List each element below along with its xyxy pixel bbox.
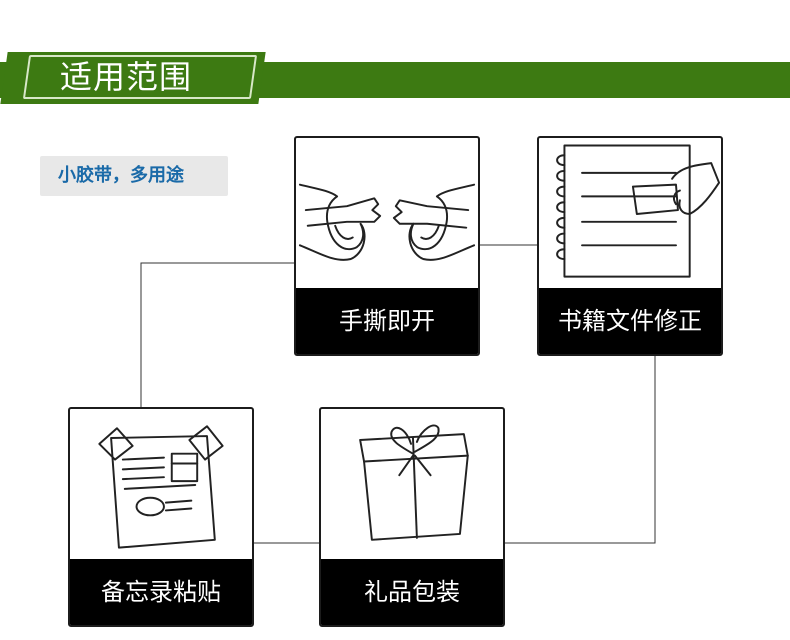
card-tear: 手撕即开 xyxy=(294,136,480,356)
caption-book: 书籍文件修正 xyxy=(539,288,721,354)
caption-tear: 手撕即开 xyxy=(296,288,478,354)
card-gift: 礼品包装 xyxy=(319,407,505,627)
section-title: 适用范围 xyxy=(60,58,193,96)
card-memo: 备忘录粘贴 xyxy=(68,407,254,627)
taped-document-icon xyxy=(98,425,224,549)
caption-gift: 礼品包装 xyxy=(321,559,503,625)
notebook-tape-icon xyxy=(556,144,721,278)
card-book: 书籍文件修正 xyxy=(537,136,723,356)
hands-tearing-tape-icon xyxy=(298,183,476,261)
gift-box-icon xyxy=(359,424,469,541)
caption-memo: 备忘录粘贴 xyxy=(70,559,252,625)
subtitle-tag: 小胶带，多用途 xyxy=(40,156,228,196)
